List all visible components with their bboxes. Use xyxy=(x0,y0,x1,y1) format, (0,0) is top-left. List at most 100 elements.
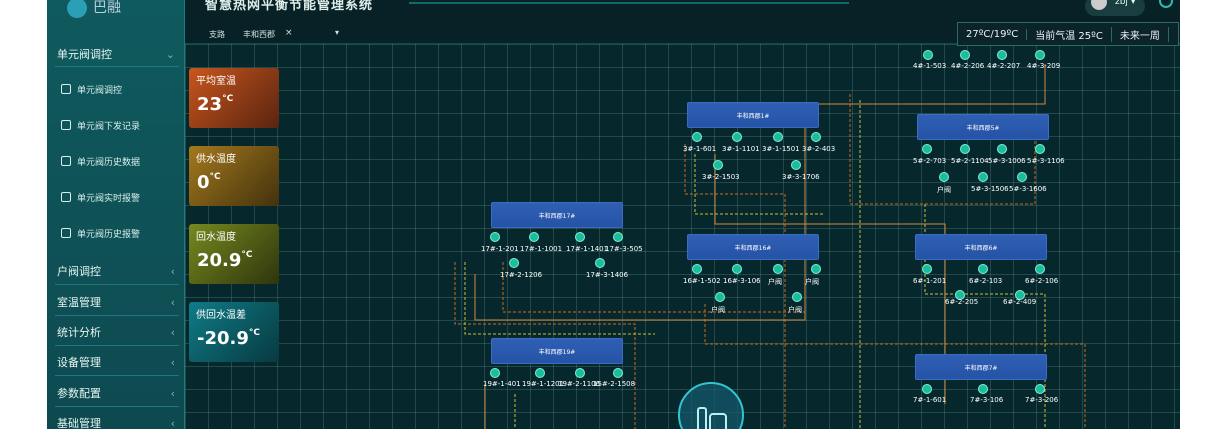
metric-cards: 平均室温 23°C 供水温度 0°C 回水温度 20.9°C 供回水温差 -20… xyxy=(187,64,282,424)
valve-label: 16#-1-502 xyxy=(683,277,721,285)
station-19[interactable]: 丰和西郡19# xyxy=(491,338,623,364)
power-icon[interactable] xyxy=(1159,0,1173,8)
document-icon xyxy=(61,120,71,130)
chevron-left-icon: ‹ xyxy=(170,264,175,278)
sidebar-item-realtime-alarm[interactable]: 单元阀实时报警 xyxy=(61,189,140,205)
card-value: -20.9°C xyxy=(197,328,260,349)
valve-icon[interactable] xyxy=(575,368,585,378)
avatar[interactable] xyxy=(1091,0,1107,10)
svg-text:巴融: 巴融 xyxy=(93,0,121,15)
station-17[interactable]: 丰和西郡17# xyxy=(491,202,623,228)
valve-icon[interactable] xyxy=(922,384,932,394)
title-decoration xyxy=(409,2,849,4)
valve-icon[interactable] xyxy=(997,50,1007,60)
valve-icon[interactable] xyxy=(732,264,742,274)
sidebar-item-history-data[interactable]: 单元阀历史数据 xyxy=(61,153,140,169)
forecast-link[interactable]: 未来一周 xyxy=(1112,26,1169,42)
pipe-lines xyxy=(454,64,1086,429)
valve-icon[interactable] xyxy=(960,144,970,154)
valve-icon[interactable] xyxy=(997,144,1007,154)
valve-icon[interactable] xyxy=(575,232,585,242)
user-name[interactable]: zbj ▾ xyxy=(1115,0,1136,7)
valve-icon[interactable] xyxy=(792,292,802,302)
card-supply-temp: 供水温度 0°C xyxy=(189,146,279,206)
menu-room-temp[interactable]: 室温管理 ‹ xyxy=(57,293,175,311)
card-label: 平均室温 xyxy=(196,76,236,87)
valve-label: 6#-2-205 xyxy=(945,298,979,306)
menu-statistics[interactable]: 统计分析 ‹ xyxy=(57,323,175,341)
valve-icon[interactable] xyxy=(1035,50,1045,60)
valve-icon[interactable] xyxy=(791,160,801,170)
valve-icon[interactable] xyxy=(715,292,725,302)
sidebar-item-label: 单元阀实时报警 xyxy=(77,193,141,204)
valve-icon[interactable] xyxy=(1017,172,1027,182)
menu-params[interactable]: 参数配置 ‹ xyxy=(57,384,175,402)
valve-icon[interactable] xyxy=(773,132,783,142)
valve-icon[interactable] xyxy=(922,144,932,154)
card-avg-room-temp: 平均室温 23°C xyxy=(189,68,279,128)
valve-icon[interactable] xyxy=(692,132,702,142)
valve-icon[interactable] xyxy=(529,232,539,242)
temp-range: 27ºC/19ºC xyxy=(958,28,1028,40)
station-1[interactable]: 丰和西郡1# xyxy=(687,102,819,128)
valve-icon[interactable] xyxy=(811,132,821,142)
weather-bar: 27ºC/19ºC 当前气温 25ºC 未来一周 xyxy=(957,22,1179,46)
close-icon[interactable]: × xyxy=(285,28,293,38)
menu-household-valve[interactable]: 户阀调控 ‹ xyxy=(57,262,175,280)
station-16[interactable]: 丰和西郡16# xyxy=(687,234,819,260)
valve-icon[interactable] xyxy=(1035,144,1045,154)
station-7[interactable]: 丰和西郡7# xyxy=(915,354,1047,380)
valve-icon[interactable] xyxy=(613,368,623,378)
valve-icon[interactable] xyxy=(692,264,702,274)
valve-icon[interactable] xyxy=(922,264,932,274)
sidebar-item-unit-valve-control[interactable]: 单元阀调控 xyxy=(61,81,122,97)
valve-icon[interactable] xyxy=(1035,384,1045,394)
divider xyxy=(55,375,179,376)
valve-icon[interactable] xyxy=(1035,264,1045,274)
menu-basic[interactable]: 基础管理 ‹ xyxy=(57,414,175,429)
valve-icon[interactable] xyxy=(1015,290,1025,300)
valve-label: 17#-2-1206 xyxy=(500,271,543,279)
station-6[interactable]: 丰和西郡6# xyxy=(915,234,1047,260)
station-5[interactable]: 丰和西郡5# xyxy=(917,114,1049,140)
valve-icon[interactable] xyxy=(955,290,965,300)
valve-icon[interactable] xyxy=(978,384,988,394)
valve-icon[interactable] xyxy=(732,132,742,142)
valve-label: 5#-3-1506 xyxy=(971,185,1009,193)
valve-label: 16#-3-106 xyxy=(723,277,761,285)
branch-label: 支路 xyxy=(209,30,225,39)
valve-icon[interactable] xyxy=(490,232,500,242)
valve-icon[interactable] xyxy=(978,172,988,182)
chevron-left-icon: ‹ xyxy=(170,386,175,400)
card-label: 供水温度 xyxy=(196,154,236,165)
valve-icon[interactable] xyxy=(713,160,723,170)
valve-icon[interactable] xyxy=(939,172,949,182)
valve-icon[interactable] xyxy=(509,258,519,268)
valve-icon[interactable] xyxy=(960,50,970,60)
logo: 巴融 xyxy=(61,0,171,24)
branch-select-value[interactable]: 丰和西郡 xyxy=(243,30,275,39)
sidebar-item-issue-records[interactable]: 单元阀下发记录 xyxy=(61,117,140,133)
valve-label: 4#-2-207 xyxy=(987,62,1021,70)
chevron-left-icon: ‹ xyxy=(170,295,175,309)
valve-icon[interactable] xyxy=(490,368,500,378)
menu-label: 设备管理 xyxy=(57,356,101,369)
chevron-down-icon[interactable]: ▾ xyxy=(335,28,340,37)
valve-icon[interactable] xyxy=(978,264,988,274)
valve-icon[interactable] xyxy=(595,258,605,268)
valve-label: 17#-1-1001 xyxy=(520,245,563,253)
menu-device[interactable]: 设备管理 ‹ xyxy=(57,353,175,371)
valve-icon[interactable] xyxy=(811,264,821,274)
valve-icon[interactable] xyxy=(923,50,933,60)
menu-label: 户阀调控 xyxy=(57,265,101,278)
menu-unit-valve[interactable]: 单元阀调控 ⌄ xyxy=(57,45,175,63)
sidebar-item-history-alarm[interactable]: 单元阀历史报警 xyxy=(61,225,140,241)
valve-icon[interactable] xyxy=(773,264,783,274)
heat-source-icon[interactable] xyxy=(678,382,744,429)
valve-icon[interactable] xyxy=(535,368,545,378)
valve-label: 17#-1-201 xyxy=(481,245,519,253)
sidebar-item-label: 单元阀下发记录 xyxy=(77,121,141,132)
valve-label: 户阀 xyxy=(788,306,802,314)
valve-label: 3#-1-601 xyxy=(683,145,717,153)
valve-icon[interactable] xyxy=(613,232,623,242)
